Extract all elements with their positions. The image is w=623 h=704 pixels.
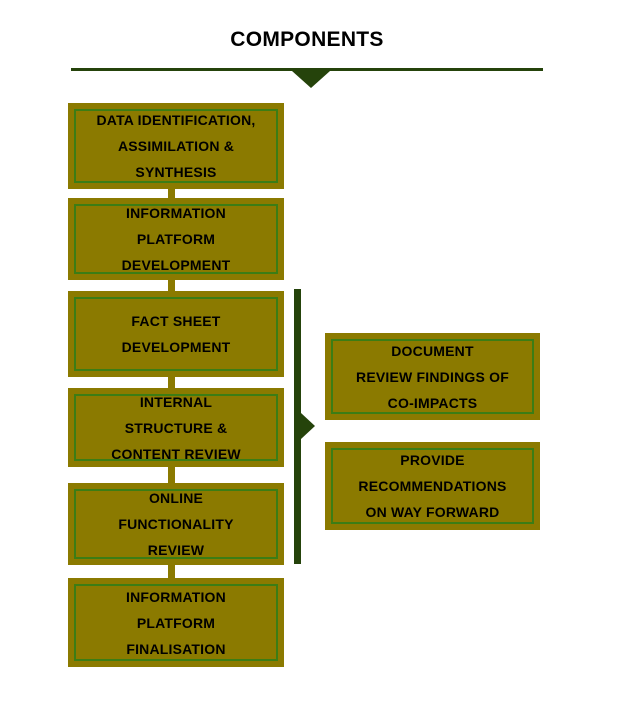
outcome-box-document-review: DOCUMENT REVIEW FINDINGS OF CO-IMPACTS — [325, 333, 540, 420]
header-divider-line — [71, 68, 543, 71]
flow-step-internal-structure: INTERNAL STRUCTURE & CONTENT REVIEW — [68, 388, 284, 467]
flow-step-inner-border: FACT SHEET DEVELOPMENT — [74, 297, 278, 371]
connector-line — [168, 467, 175, 483]
flow-step-inner-border: INFORMATION PLATFORM FINALISATION — [74, 584, 278, 661]
flow-step-platform-finalisation: INFORMATION PLATFORM FINALISATION — [68, 578, 284, 667]
flow-step-inner-border: ONLINE FUNCTIONALITY REVIEW — [74, 489, 278, 559]
connector-line — [168, 280, 175, 291]
flow-step-inner-border: INTERNAL STRUCTURE & CONTENT REVIEW — [74, 394, 278, 462]
flow-step-label: INTERNAL STRUCTURE & CONTENT REVIEW — [111, 393, 241, 462]
flow-step-label: FACT SHEET DEVELOPMENT — [121, 313, 231, 355]
outcome-label: PROVIDE RECOMMENDATIONS ON WAY FORWARD — [358, 452, 507, 520]
page-title: COMPONENTS — [230, 28, 384, 51]
flow-step-fact-sheet: FACT SHEET DEVELOPMENT — [68, 291, 284, 377]
outcome-inner-border: PROVIDE RECOMMENDATIONS ON WAY FORWARD — [331, 448, 534, 524]
flow-step-online-functionality: ONLINE FUNCTIONALITY REVIEW — [68, 483, 284, 565]
flow-step-label: ONLINE FUNCTIONALITY REVIEW — [118, 490, 234, 558]
outcome-box-recommendations: PROVIDE RECOMMENDATIONS ON WAY FORWARD — [325, 442, 540, 530]
flow-step-inner-border: INFORMATION PLATFORM DEVELOPMENT — [74, 204, 278, 274]
flow-step-label: INFORMATION PLATFORM DEVELOPMENT — [121, 205, 231, 273]
connector-line — [168, 565, 175, 578]
right-arrow-icon — [301, 413, 315, 439]
flow-step-inner-border: DATA IDENTIFICATION, ASSIMILATION & SYNT… — [74, 109, 278, 183]
down-triangle-icon — [292, 71, 330, 88]
outcome-label: DOCUMENT REVIEW FINDINGS OF CO-IMPACTS — [356, 342, 509, 411]
outcome-inner-border: DOCUMENT REVIEW FINDINGS OF CO-IMPACTS — [331, 339, 534, 414]
flow-step-data-identification: DATA IDENTIFICATION, ASSIMILATION & SYNT… — [68, 103, 284, 189]
connector-line — [168, 377, 175, 388]
bracket-bar — [294, 289, 301, 564]
flow-step-label: DATA IDENTIFICATION, ASSIMILATION & SYNT… — [96, 112, 256, 180]
flow-step-label: INFORMATION PLATFORM FINALISATION — [126, 588, 226, 657]
flow-step-platform-development: INFORMATION PLATFORM DEVELOPMENT — [68, 198, 284, 280]
connector-line — [168, 189, 175, 198]
